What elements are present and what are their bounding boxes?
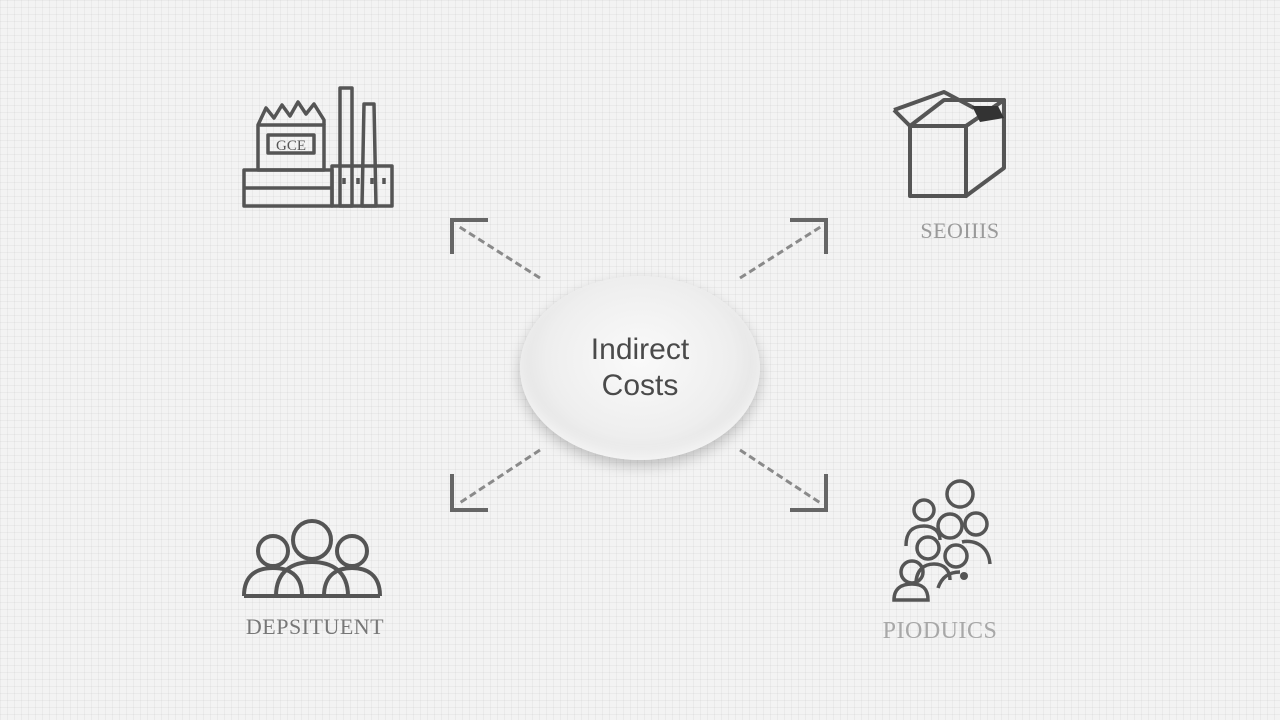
arrow-up-right	[739, 218, 828, 280]
people-group-icon	[242, 519, 382, 598]
top-right-label: SEOIIIS	[920, 218, 1000, 243]
crowd-icon	[892, 479, 992, 602]
factory-sign: GCE	[276, 138, 306, 154]
box-icon	[892, 90, 1006, 198]
arrow-down-left	[450, 448, 541, 512]
bottom-left-label: DEPSITUENT	[245, 614, 385, 639]
arrow-up-left	[450, 218, 541, 280]
bottom-right-label: PIODUICS	[882, 618, 998, 644]
center-title-line1: Indirect	[590, 333, 690, 366]
center-title-line2: Costs	[601, 369, 679, 402]
factory-icon: GCE	[242, 86, 394, 208]
arrow-down-right	[739, 448, 828, 512]
indirect-costs-node: Indirect Costs	[520, 276, 760, 460]
